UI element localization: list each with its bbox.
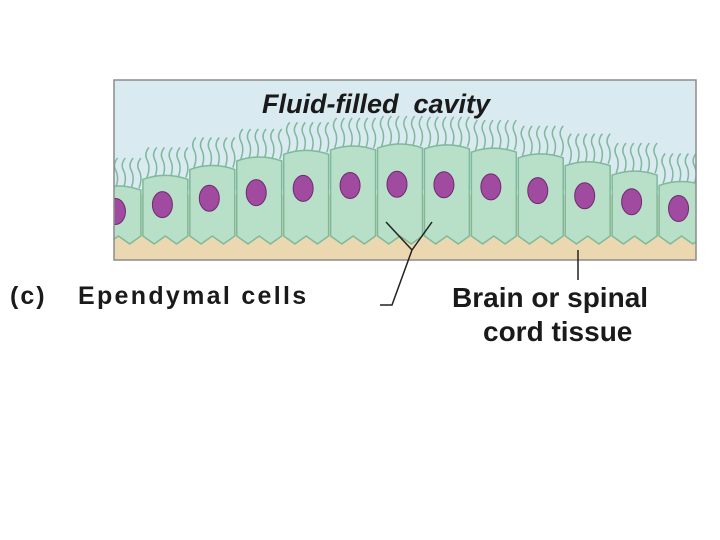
ependymal-cell [329,117,377,245]
nucleus [339,171,361,199]
panel-letter: (c) [10,282,47,310]
tissue-label-line2: cord tissue [483,316,633,347]
ependymal-pointer-2 [411,221,433,251]
nucleus [668,195,690,223]
ependymal-cells-label: Ependymal cells [78,282,309,310]
ependymal-cell [423,116,471,245]
cilia [114,157,142,189]
ependymal-cell [236,128,283,245]
nucleus [621,188,643,216]
cilia [520,125,564,157]
cilia [191,137,236,168]
leader-lines [380,221,579,306]
ependymal-cell [376,115,424,245]
cilia [332,117,377,149]
cilia [426,116,471,148]
nucleus [527,177,549,205]
cilia [614,142,658,174]
nucleus [292,174,314,202]
nucleus [386,170,408,198]
ependymal-cell [564,133,611,245]
panel-frame [113,79,697,261]
nucleus [198,184,220,212]
ependymal-cell [470,119,518,245]
cilia [238,128,283,160]
nucleus [480,173,502,201]
nucleus [245,179,267,207]
ependymal-cell [611,142,658,245]
ependymal-cell [658,152,696,245]
cilia [473,119,518,151]
tissue-label-line1: Brain or spinal [452,282,649,313]
cilia [145,146,189,178]
ependymal-cell [114,157,142,245]
ependymal-cell [282,121,330,245]
ependymal-cell [517,125,564,245]
ependymal-pointer-1 [385,221,413,251]
cilia [661,152,696,184]
cilia [567,133,611,164]
cell-layer [114,115,696,245]
cilia [379,115,424,147]
ependymal-cell [142,146,189,245]
cavity-label: Fluid-filled cavity [262,89,491,119]
nucleus [151,191,173,219]
nucleus [114,198,126,226]
ependymal-leader-line [380,249,413,306]
nucleus [433,171,455,199]
cilia [285,121,330,153]
nucleus [574,182,596,210]
ependymal-cell [189,137,236,245]
